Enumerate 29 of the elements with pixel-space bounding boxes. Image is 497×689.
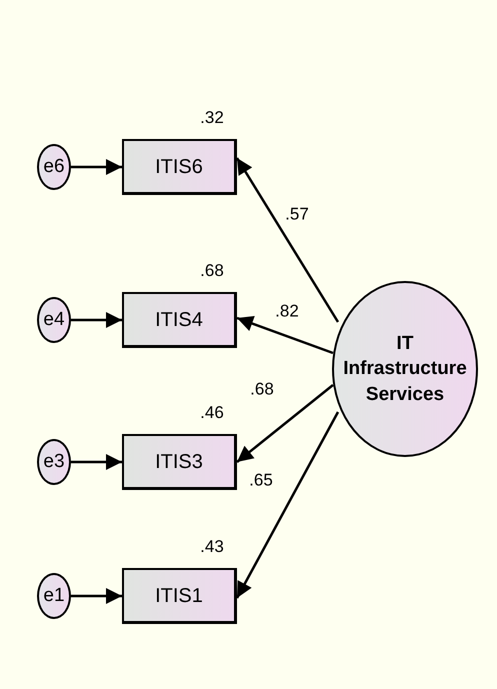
variable-name: ITIS4	[155, 308, 203, 332]
path-coefficient: .57	[284, 206, 310, 222]
variable-name: ITIS6	[155, 154, 203, 180]
arrow	[236, 411, 340, 599]
observed-variable-box	[122, 434, 237, 490]
variable-name: ITIS3	[155, 450, 203, 474]
r-squared-value: .46	[200, 404, 224, 421]
arrow	[71, 312, 122, 328]
observed-variable-box	[122, 568, 237, 624]
path-coefficient: .82	[274, 302, 300, 320]
arrow	[71, 454, 122, 470]
variable-name: e3	[43, 450, 65, 474]
variable-name: e6	[43, 154, 65, 179]
arrow	[71, 159, 122, 175]
variable-name: ITIS1	[155, 584, 203, 608]
arrow	[236, 316, 334, 354]
path-coefficient: .65	[248, 472, 274, 488]
variable-name: e4	[43, 308, 65, 332]
arrow	[71, 588, 122, 604]
r-squared-value: .43	[200, 538, 224, 555]
path-coefficient: .68	[249, 380, 275, 398]
variable-name: e1	[43, 584, 65, 608]
r-squared-value: .68	[200, 262, 224, 279]
arrow	[236, 384, 334, 463]
observed-variable-box	[122, 139, 237, 195]
variable-name: IT Infrastructure Services	[342, 332, 468, 407]
observed-variable-box	[122, 292, 237, 348]
r-squared-value: .32	[200, 109, 224, 126]
arrow	[236, 157, 340, 323]
